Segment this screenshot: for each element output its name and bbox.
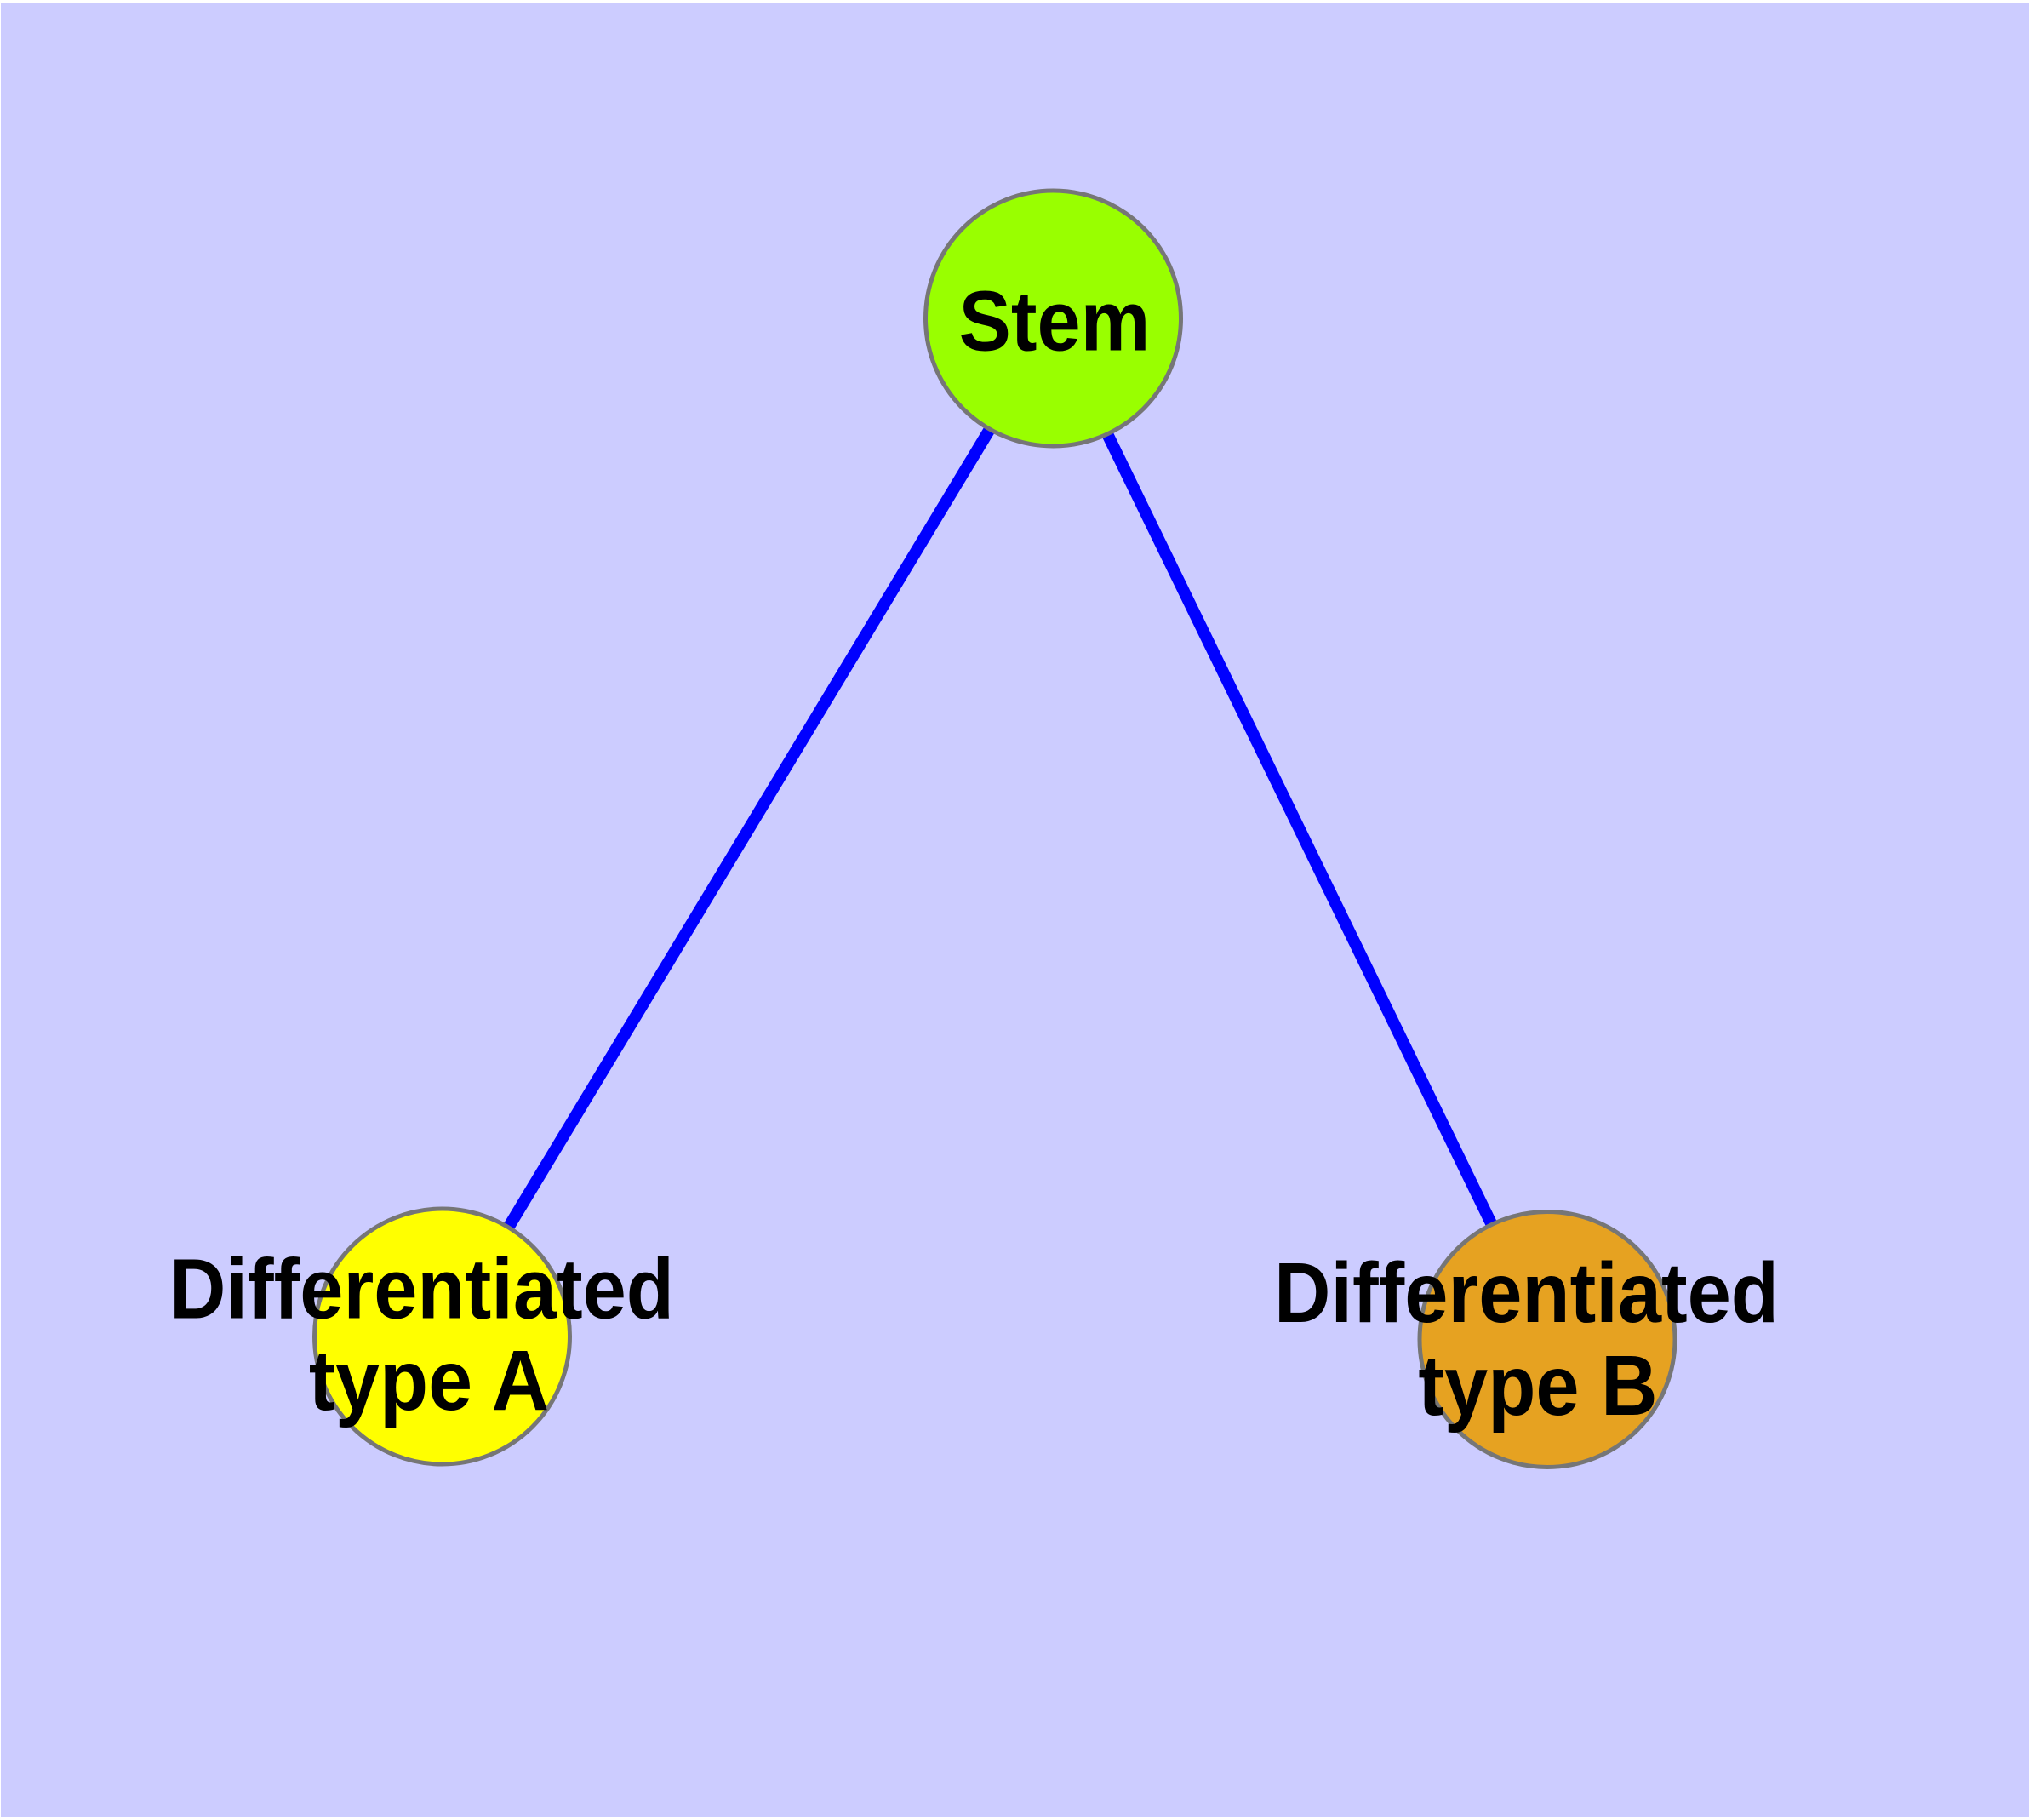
svg-text:type A: type A — [309, 1332, 549, 1428]
svg-text:type B: type B — [1418, 1338, 1657, 1433]
svg-text:Differentiated: Differentiated — [1274, 1245, 1779, 1340]
svg-text:Stem: Stem — [959, 274, 1151, 369]
svg-text:Differentiated: Differentiated — [169, 1242, 674, 1336]
